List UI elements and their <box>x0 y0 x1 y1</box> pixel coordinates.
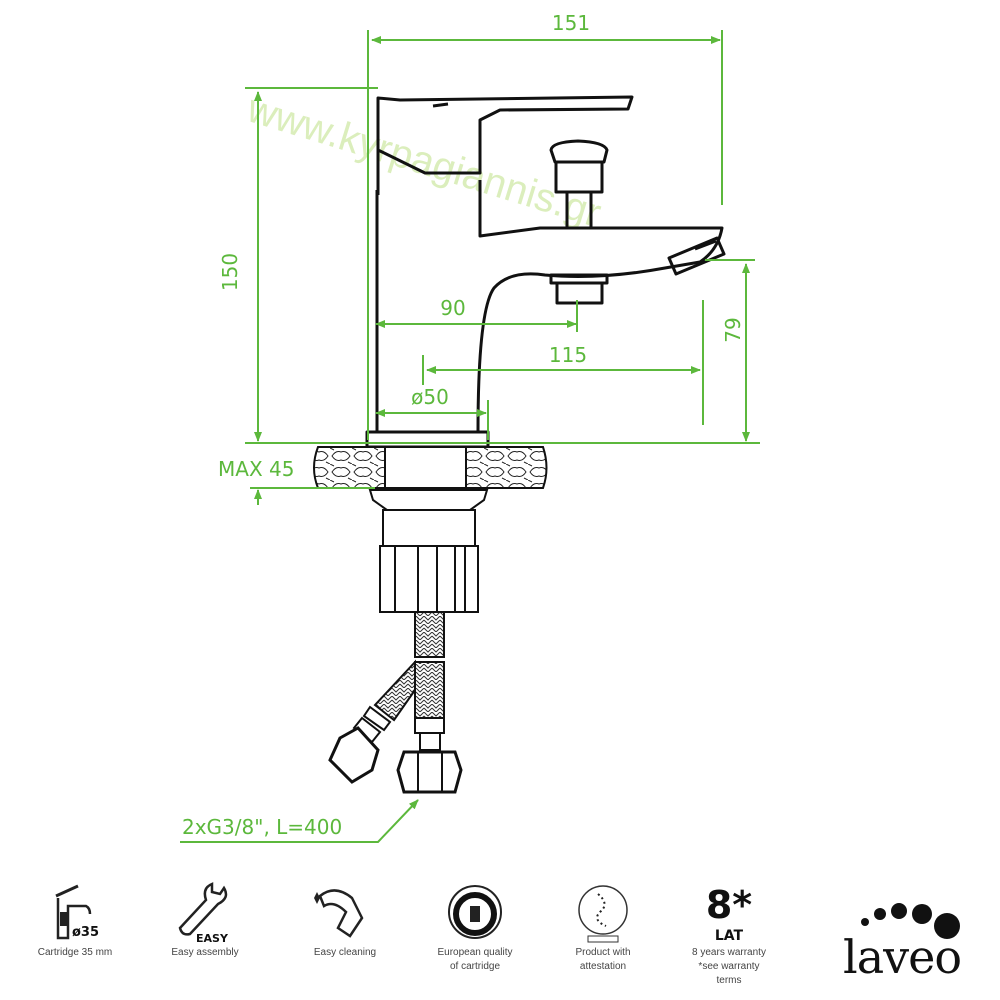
dim-spout-height: 79 <box>721 317 745 342</box>
svg-text:EASY: EASY <box>196 932 229 944</box>
dim-base-diameter: ø50 <box>411 385 449 409</box>
wrench-icon: EASY <box>178 882 229 944</box>
dim-hoses: 2xG3/8", L=400 <box>182 815 342 839</box>
dim-width-total: 151 <box>552 11 590 35</box>
dim-spout-reach: 115 <box>549 343 587 367</box>
laveo-logo: laveo <box>835 900 985 995</box>
countertop-section <box>313 446 548 794</box>
dim-height-total: 150 <box>218 253 242 291</box>
european-quality-seal-icon <box>448 885 502 939</box>
feature-label: Easy assembly <box>171 947 239 958</box>
feature-label: Easy cleaning <box>313 947 377 958</box>
dim-handle-reach: 90 <box>440 296 465 320</box>
logo-dots <box>861 903 960 939</box>
faucet-cartridge-icon: ø35 <box>55 884 99 940</box>
dim-max-counter: MAX 45 <box>218 457 294 481</box>
feature-label: Cartridge 35 mm <box>37 947 113 958</box>
svg-text:ø35: ø35 <box>72 925 99 940</box>
feature-attestation: Product with attestation <box>548 878 658 974</box>
feature-european-quality: European quality of cartridge <box>420 878 530 974</box>
feature-cartridge: ø35 Cartridge 35 mm <box>20 878 130 960</box>
svg-text:8*: 8* <box>706 883 752 927</box>
feature-warranty: 8* LAT 8 years warranty *see warranty te… <box>674 878 784 988</box>
attestation-seal-icon <box>578 885 628 943</box>
feature-assembly: EASY Easy assembly <box>150 878 260 960</box>
feature-label: Product with attestation <box>575 947 631 972</box>
feature-cleaning: Easy cleaning <box>290 878 400 960</box>
logo-text: laveo <box>843 930 962 984</box>
warranty-icon: 8* LAT <box>706 883 752 944</box>
cleaning-hand-icon <box>314 889 364 938</box>
feature-label: European quality of cartridge <box>437 947 513 972</box>
dimension-lines <box>180 30 760 843</box>
faucet-outline <box>365 95 726 449</box>
technical-drawing: www.kyrpagiannis.gr <box>180 11 760 843</box>
svg-text:LAT: LAT <box>715 928 744 944</box>
feature-label: 8 years warranty *see warranty terms <box>692 947 766 986</box>
